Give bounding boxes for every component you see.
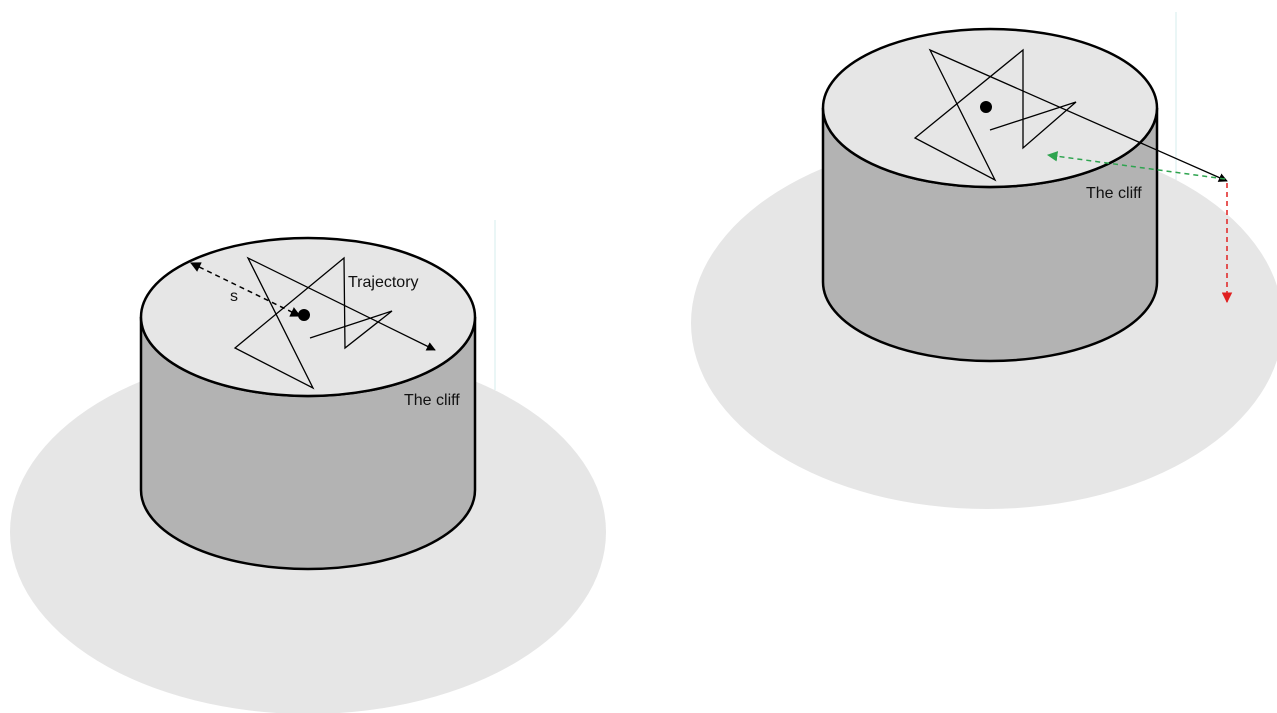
trajectory-label: Trajectory	[348, 274, 419, 291]
right-agent-dot	[980, 101, 992, 113]
distance-label: s	[230, 288, 238, 305]
right-panel: The cliff	[691, 12, 1277, 509]
left-panel: s Trajectory The cliff	[10, 220, 606, 713]
left-agent-dot	[298, 309, 310, 321]
right-cliff-label: The cliff	[1086, 185, 1142, 202]
left-cliff-label: The cliff	[404, 392, 460, 409]
